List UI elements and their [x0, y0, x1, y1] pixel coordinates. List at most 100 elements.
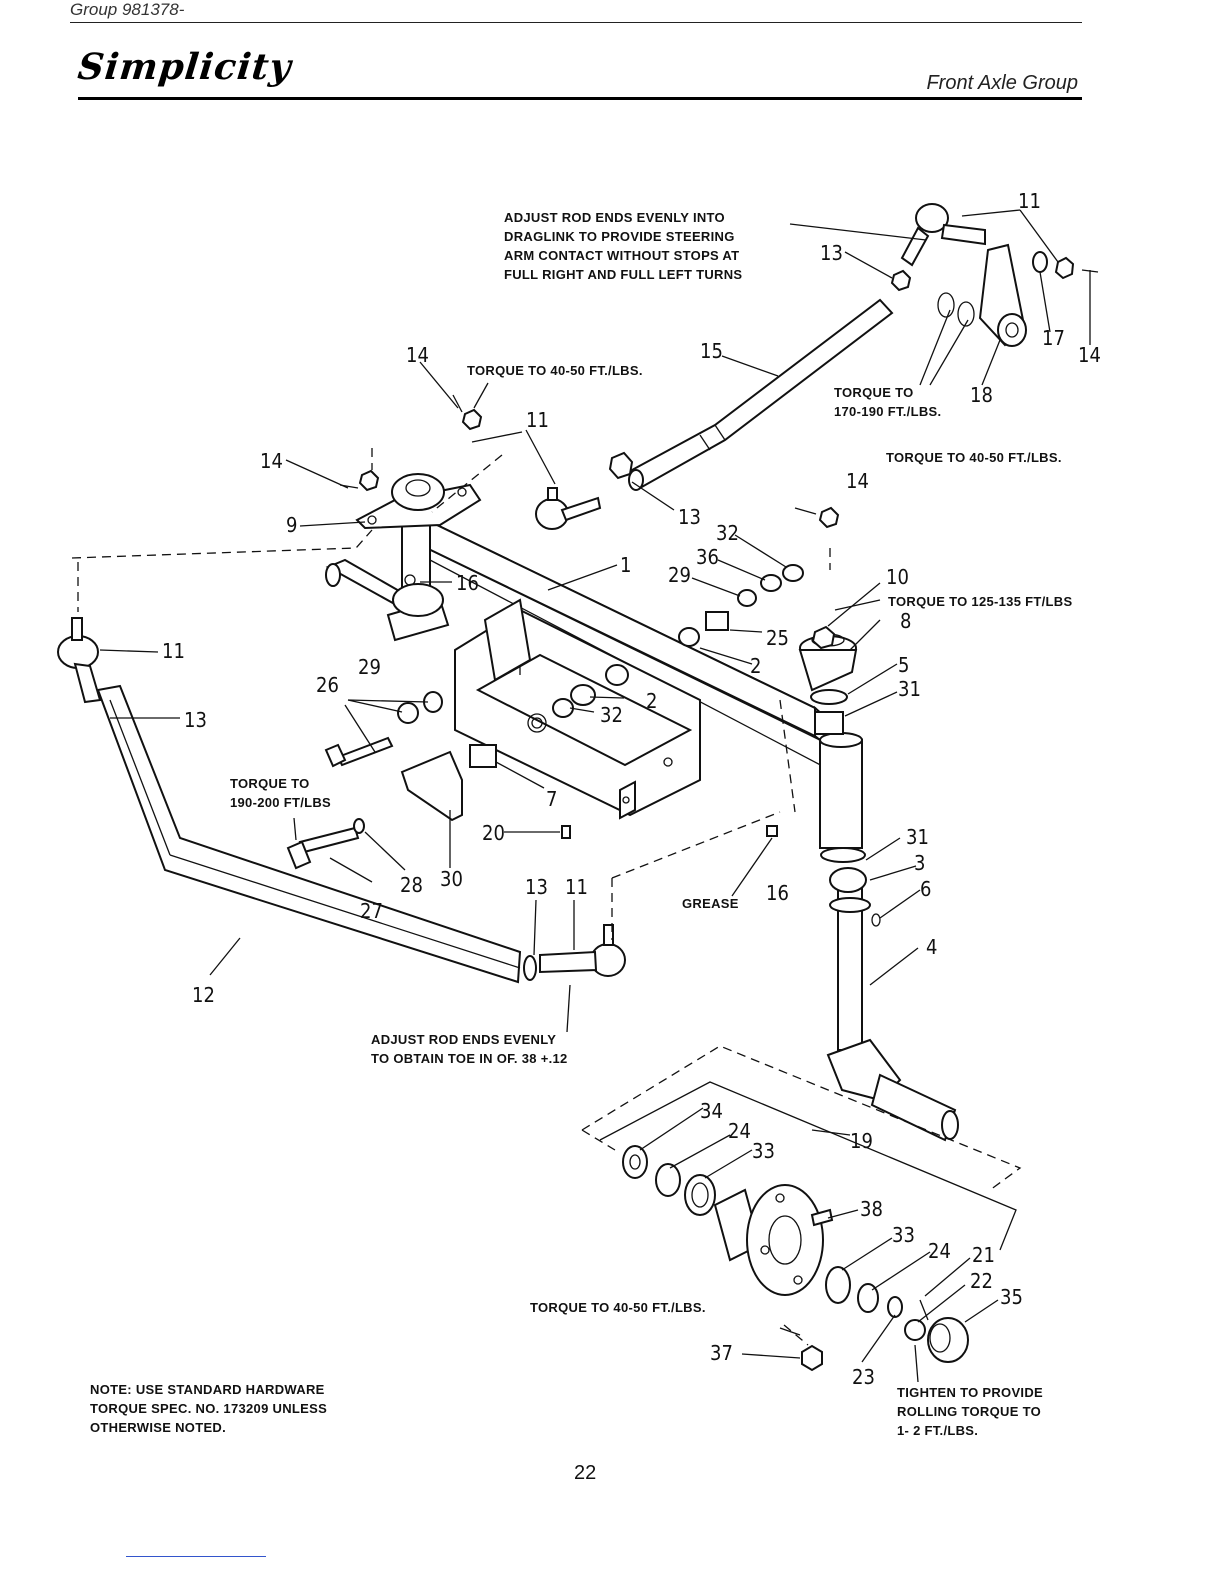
callout-torque-40-50-upper-left: TORQUE TO 40-50 FT./LBS.	[467, 363, 643, 378]
part-number-24: 24	[728, 1119, 751, 1143]
part-number-14: 14	[260, 449, 283, 473]
part-number-11: 11	[565, 875, 588, 899]
callout-line: 190-200 FT/LBS	[230, 795, 331, 810]
part-number-33: 33	[892, 1223, 915, 1247]
part-number-30: 30	[440, 867, 463, 891]
part-number-22: 22	[970, 1269, 993, 1293]
part-number-4: 4	[926, 935, 937, 959]
callout-torque-40-50-right: TORQUE TO 40-50 FT./LBS.	[886, 450, 1062, 465]
callout-grease: GREASE	[682, 896, 739, 911]
callout-torque-190-200: TORQUE TO 190-200 FT/LBS	[230, 776, 331, 810]
part-number-2: 2	[646, 689, 657, 713]
part-number-32: 32	[600, 703, 623, 727]
part-number-37: 37	[710, 1341, 733, 1365]
part-number-28: 28	[400, 873, 423, 897]
callout-torque-40-50-lower: TORQUE TO 40-50 FT./LBS.	[530, 1300, 706, 1315]
pitman-arm-drawing	[978, 243, 1027, 347]
part-number-13: 13	[678, 505, 701, 529]
page-number: 22	[574, 1462, 597, 1484]
group-label: Group 981378-	[70, 0, 185, 19]
part-number-8: 8	[900, 609, 911, 633]
part-number-16: 16	[456, 571, 479, 595]
part-number-9: 9	[286, 513, 297, 537]
part-number-20: 20	[482, 821, 505, 845]
part-number-32: 32	[716, 521, 739, 545]
part-number-31: 31	[898, 677, 921, 701]
part-number-29: 29	[668, 563, 691, 587]
part-number-11: 11	[1018, 189, 1041, 213]
footer-rule	[126, 1556, 266, 1557]
callout-torque-125-135: TORQUE TO 125-135 FT/LBS	[888, 594, 1072, 609]
part-number-26: 26	[316, 673, 339, 697]
header-rule	[78, 97, 1082, 100]
right-spindle-drawing	[819, 732, 959, 1142]
part-number-24: 24	[928, 1239, 951, 1263]
part-number-13: 13	[820, 241, 843, 265]
part-number-23: 23	[852, 1365, 875, 1389]
part-number-11: 11	[162, 639, 185, 663]
section-title: Front Axle Group	[926, 72, 1078, 94]
part-number-21: 21	[972, 1243, 995, 1267]
assembly-dashed-lines	[71, 448, 1022, 1346]
callout-line: TORQUE TO	[834, 385, 914, 400]
callout-line: TORQUE TO 40-50 FT./LBS.	[467, 363, 643, 378]
group-19-bracket	[599, 1081, 1017, 1251]
part-number-2: 2	[750, 654, 761, 678]
part-number-34: 34	[700, 1099, 723, 1123]
left-spindle-drawing	[325, 519, 450, 642]
callout-line: TO OBTAIN TOE IN OF. 38 +.12	[371, 1051, 568, 1066]
tie-rod-drawing	[96, 684, 522, 984]
part-number-5: 5	[898, 653, 909, 677]
callout-torque-170-190: TORQUE TO 170-190 FT./LBS.	[834, 385, 941, 419]
callout-tighten-rolling: TIGHTEN TO PROVIDE ROLLING TORQUE TO 1- 2 …	[897, 1385, 1043, 1438]
callout-line: TIGHTEN TO PROVIDE	[897, 1385, 1043, 1400]
part-number-16: 16	[766, 881, 789, 905]
callout-line: ROLLING TORQUE TO	[897, 1404, 1041, 1419]
part-number-10: 10	[886, 565, 909, 589]
part-number-35: 35	[1000, 1285, 1023, 1309]
hardware-drawing	[286, 251, 1099, 981]
part-number-18: 18	[970, 383, 993, 407]
hub-assembly-drawing	[622, 1145, 969, 1372]
part-number-14: 14	[1078, 343, 1101, 367]
part-number-29: 29	[358, 655, 381, 679]
part-number-27: 27	[360, 899, 383, 923]
callout-line: TORQUE TO	[230, 776, 310, 791]
callout-line: GREASE	[682, 896, 739, 911]
callout-line: 1- 2 FT./LBS.	[897, 1423, 978, 1438]
callout-line: FULL RIGHT AND FULL LEFT TURNS	[504, 267, 742, 282]
callout-adjust-toe-in: ADJUST ROD ENDS EVENLY TO OBTAIN TOE IN O…	[371, 1032, 568, 1066]
part-number-12: 12	[192, 983, 215, 1007]
steering-arm-9-drawing	[355, 473, 482, 530]
part-number-17: 17	[1042, 326, 1065, 350]
part-number-19: 19	[850, 1129, 873, 1153]
part-number-31: 31	[906, 825, 929, 849]
callout-line: TORQUE TO 40-50 FT./LBS.	[530, 1300, 706, 1315]
part-number-11: 11	[526, 408, 549, 432]
part-number-33: 33	[752, 1139, 775, 1163]
part-number-36: 36	[696, 545, 719, 569]
callout-line: ADJUST ROD ENDS EVENLY INTO	[504, 210, 725, 225]
part-number-15: 15	[700, 339, 723, 363]
top-rule	[70, 22, 1082, 23]
leader-lines	[99, 209, 1059, 1383]
ball-joints-drawing	[57, 203, 986, 977]
part-number-14: 14	[846, 469, 869, 493]
part-number-14: 14	[406, 343, 429, 367]
callout-line: TORQUE TO 125-135 FT/LBS	[888, 594, 1072, 609]
part-number-13: 13	[184, 708, 207, 732]
part-number-7: 7	[546, 787, 557, 811]
callout-line: ADJUST ROD ENDS EVENLY	[371, 1032, 556, 1047]
pivot-bracket-drawing	[454, 598, 701, 820]
part-number-25: 25	[766, 626, 789, 650]
part-number-38: 38	[860, 1197, 883, 1221]
callout-line: ARM CONTACT WITHOUT STOPS AT	[504, 248, 739, 263]
part-number-3: 3	[914, 851, 925, 875]
callout-line: 170-190 FT./LBS.	[834, 404, 941, 419]
part-number-1: 1	[620, 553, 631, 577]
hardware-note: NOTE: USE STANDARD HARDWARE TORQUE SPEC.…	[90, 1382, 328, 1435]
part-number-13: 13	[525, 875, 548, 899]
